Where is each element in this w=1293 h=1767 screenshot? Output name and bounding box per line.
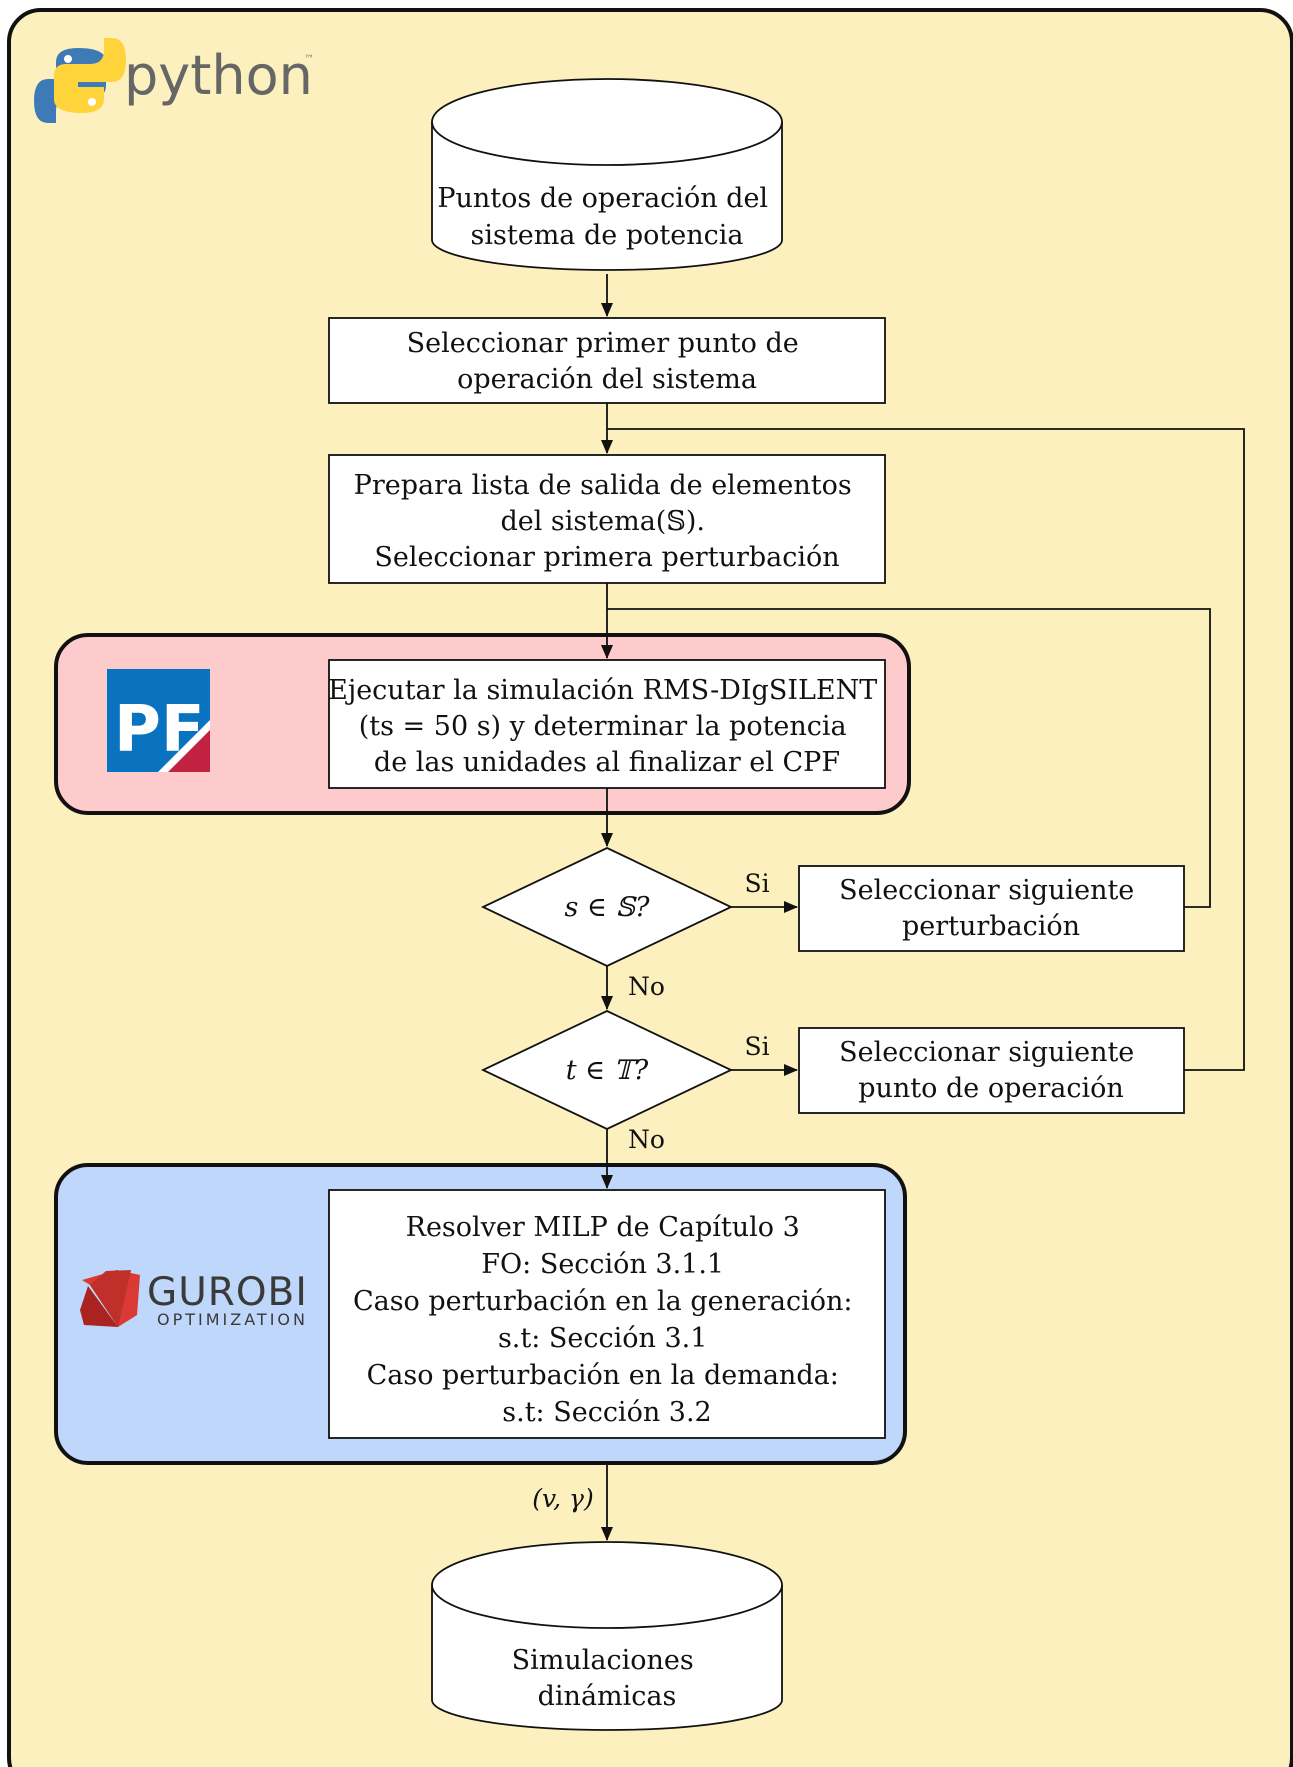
decision-s-diamond: s ∈ 𝕊? [480, 847, 734, 967]
run-simulation-line: Ejecutar la simulación RMS-DIgSILENT [328, 675, 877, 706]
svg-text:Seleccionar siguiente pu: Seleccionar siguiente punto de operación [839, 1037, 1143, 1104]
db-start-text: Puntos de operación del sistema de poten… [437, 183, 776, 251]
loop-next-perturbation [607, 608, 1211, 908]
milp-box: Resolver MILP de Capítulo 3 FO: Sección … [328, 1189, 886, 1439]
milp-line: s.t: Sección 3.1 [498, 1323, 708, 1354]
db-end-line: dinámicas [538, 1681, 677, 1712]
gurobi-cube-icon [80, 1270, 140, 1327]
gurobi-subtitle: OPTIMIZATION [157, 1310, 308, 1329]
connectors [601, 274, 1245, 1541]
powerfactory-logo-text: PF [114, 693, 205, 767]
svg-text:Seleccionar siguiente pe: Seleccionar siguiente perturbación [839, 875, 1143, 942]
milp-line: Caso perturbación en la generación: [353, 1286, 853, 1317]
svg-text:Simulaciones dinámicas: Simulaciones dinámicas [512, 1645, 703, 1712]
run-simulation-box: Ejecutar la simulación RMS-DIgSILENT (ts… [328, 659, 886, 789]
db-start-cylinder: Puntos de operación del sistema de poten… [431, 78, 783, 271]
select-first-point-box: Seleccionar primer punto de operación de… [328, 317, 886, 404]
python-snake-icon [34, 38, 126, 123]
next-point-box: Seleccionar siguiente punto de operación [798, 1027, 1185, 1114]
select-first-point-line: Seleccionar primer punto de [407, 328, 799, 359]
python-wordmark: python [124, 44, 313, 107]
svg-text:Prepara lista de salida de ele: Prepara lista de salida de elementos del… [354, 470, 861, 573]
edge-label-no-s: No [628, 972, 665, 1001]
prepare-list-box: Prepara lista de salida de elementos del… [328, 454, 886, 584]
edge-label-output: (v, γ) [532, 1484, 594, 1513]
db-end-line: Simulaciones [512, 1645, 694, 1676]
svg-text:Seleccionar primer punto de: Seleccionar primer punto de operación de… [407, 328, 808, 395]
db-start-line: sistema de potencia [471, 220, 744, 251]
select-first-point-line: operación del sistema [457, 364, 757, 395]
next-point-line: punto de operación [858, 1073, 1124, 1104]
edge-label-no-t: No [628, 1125, 665, 1154]
python-trademark: ™ [304, 54, 314, 65]
next-point-line: Seleccionar siguiente [839, 1037, 1134, 1068]
milp-line: Caso perturbación en la demanda: [367, 1360, 839, 1391]
svg-text:Resolver MILP de Capítulo 3: Resolver MILP de Capítulo 3 FO: Sección … [353, 1212, 861, 1428]
edge-label-yes-t: Si [744, 1032, 769, 1061]
decision-s-text: s ∈ 𝕊? [565, 892, 651, 923]
next-perturbation-line: perturbación [902, 911, 1080, 942]
next-perturbation-box: Seleccionar siguiente perturbación [798, 865, 1185, 952]
loop-next-point [607, 428, 1245, 1071]
prepare-list-line: Prepara lista de salida de elementos [354, 470, 852, 501]
powerfactory-logo: PF [107, 669, 210, 772]
gurobi-logo: GUROBI OPTIMIZATION [80, 1270, 308, 1329]
prepare-list-line: Seleccionar primera perturbación [374, 542, 839, 573]
svg-text:Ejecutar la simulación RMS-DIg: Ejecutar la simulación RMS-DIgSILENT (ts… [328, 675, 886, 778]
edge-label-yes-s: Si [744, 869, 769, 898]
run-simulation-line: (ts = 50 s) y determinar la potencia [359, 711, 847, 742]
python-logo: python ™ [34, 38, 314, 123]
decision-t-text: t ∈ 𝕋? [566, 1055, 649, 1086]
next-perturbation-line: Seleccionar siguiente [839, 875, 1134, 906]
gurobi-wordmark: GUROBI [147, 1270, 308, 1315]
milp-line: FO: Sección 3.1.1 [481, 1249, 724, 1280]
milp-line: Resolver MILP de Capítulo 3 [406, 1212, 800, 1243]
run-simulation-line: de las unidades al finalizar el CPF [374, 747, 840, 778]
milp-line: s.t: Sección 3.2 [502, 1397, 712, 1428]
db-end-cylinder: Simulaciones dinámicas [431, 1541, 783, 1731]
prepare-list-line: del sistema(𝕊). [500, 506, 705, 537]
db-start-line: Puntos de operación del [437, 183, 768, 214]
